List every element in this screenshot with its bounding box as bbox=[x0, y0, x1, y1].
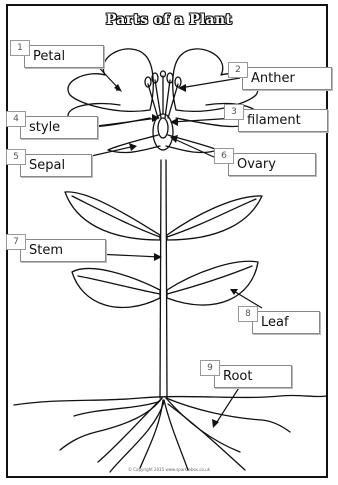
leaves-lower bbox=[72, 261, 258, 307]
label-filament-text: filament bbox=[238, 109, 328, 132]
label-ovary-number: 6 bbox=[214, 148, 234, 164]
label-leaf-number: 8 bbox=[238, 306, 258, 322]
label-style-number: 4 bbox=[6, 111, 26, 127]
label-filament-number: 3 bbox=[224, 104, 244, 120]
label-style-text: style bbox=[20, 116, 98, 139]
label-leaf-text: Leaf bbox=[252, 311, 320, 334]
label-root-text: Root bbox=[214, 365, 292, 388]
leaves-upper bbox=[65, 192, 262, 240]
roots bbox=[60, 398, 290, 472]
label-stem-text: Stem bbox=[20, 239, 106, 262]
label-petal-text: Petal bbox=[24, 45, 104, 68]
label-sepal-number: 5 bbox=[6, 149, 26, 165]
label-root-number: 9 bbox=[200, 360, 220, 376]
label-anther-number: 2 bbox=[228, 62, 248, 78]
stem bbox=[160, 160, 167, 398]
label-petal-number: 1 bbox=[10, 40, 30, 56]
stamens bbox=[145, 71, 181, 118]
label-sepal-text: Sepal bbox=[20, 154, 92, 177]
label-anther-text: Anther bbox=[242, 67, 332, 90]
label-stem-number: 7 bbox=[6, 234, 26, 250]
label-ovary-text: Ovary bbox=[228, 153, 316, 176]
